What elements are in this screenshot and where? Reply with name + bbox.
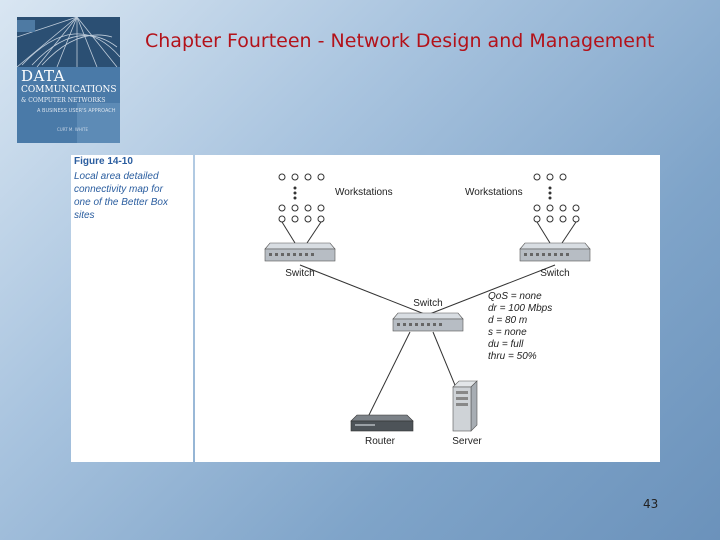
switch-left-icon: [264, 242, 336, 262]
slide-title: Chapter Fourteen - Network Design and Ma…: [145, 30, 655, 52]
cover-title-line1: DATA: [21, 67, 66, 85]
workstation-group-left: [278, 173, 325, 223]
link-specs: QoS = none dr = 100 Mbps d = 80 m s = no…: [488, 291, 552, 362]
server-label: Server: [452, 436, 482, 447]
figure-label: Figure 14-10: [74, 156, 133, 167]
page-number: 43: [643, 497, 659, 511]
diagram-canvas: Switch Switch Switch: [264, 173, 591, 447]
network-diagram: Switch Switch Switch: [195, 155, 660, 462]
figure-caption-panel: Figure 14-10 Local area detailed connect…: [71, 155, 193, 462]
spec-du: du = full: [488, 339, 524, 350]
workstation-group-right: [533, 173, 580, 223]
cover-title-line3: & COMPUTER NETWORKS: [21, 97, 106, 104]
switch-center-label: Switch: [413, 298, 442, 309]
router-icon: [350, 414, 414, 432]
workstations-right-label: Workstations: [465, 187, 523, 198]
spec-s: s = none: [488, 327, 527, 338]
figure-caption: Local area detailed connectivity map for…: [74, 171, 168, 221]
spec-thru: thru = 50%: [488, 351, 537, 362]
server-icon: [452, 380, 478, 432]
cover-title-line2: COMMUNICATIONS: [21, 85, 117, 95]
spec-qos: QoS = none: [488, 291, 542, 302]
spec-dr: dr = 100 Mbps: [488, 303, 552, 314]
switch-right-icon: [519, 242, 591, 262]
workstation-links: [281, 221, 577, 244]
spec-d: d = 80 m: [488, 315, 527, 326]
cover-subtitle: A BUSINESS USER'S APPROACH: [37, 108, 116, 114]
book-cover-image: DATA COMMUNICATIONS & COMPUTER NETWORKS …: [17, 17, 120, 143]
cover-art: [17, 17, 120, 143]
switch-right-label: Switch: [540, 268, 569, 279]
cover-small-print: CURT M. WHITE: [57, 127, 89, 132]
backbone-links: [299, 264, 556, 418]
switch-left-label: Switch: [285, 268, 314, 279]
router-label: Router: [365, 436, 396, 447]
workstations-left-label: Workstations: [335, 187, 393, 198]
switch-center-icon: [392, 312, 464, 332]
